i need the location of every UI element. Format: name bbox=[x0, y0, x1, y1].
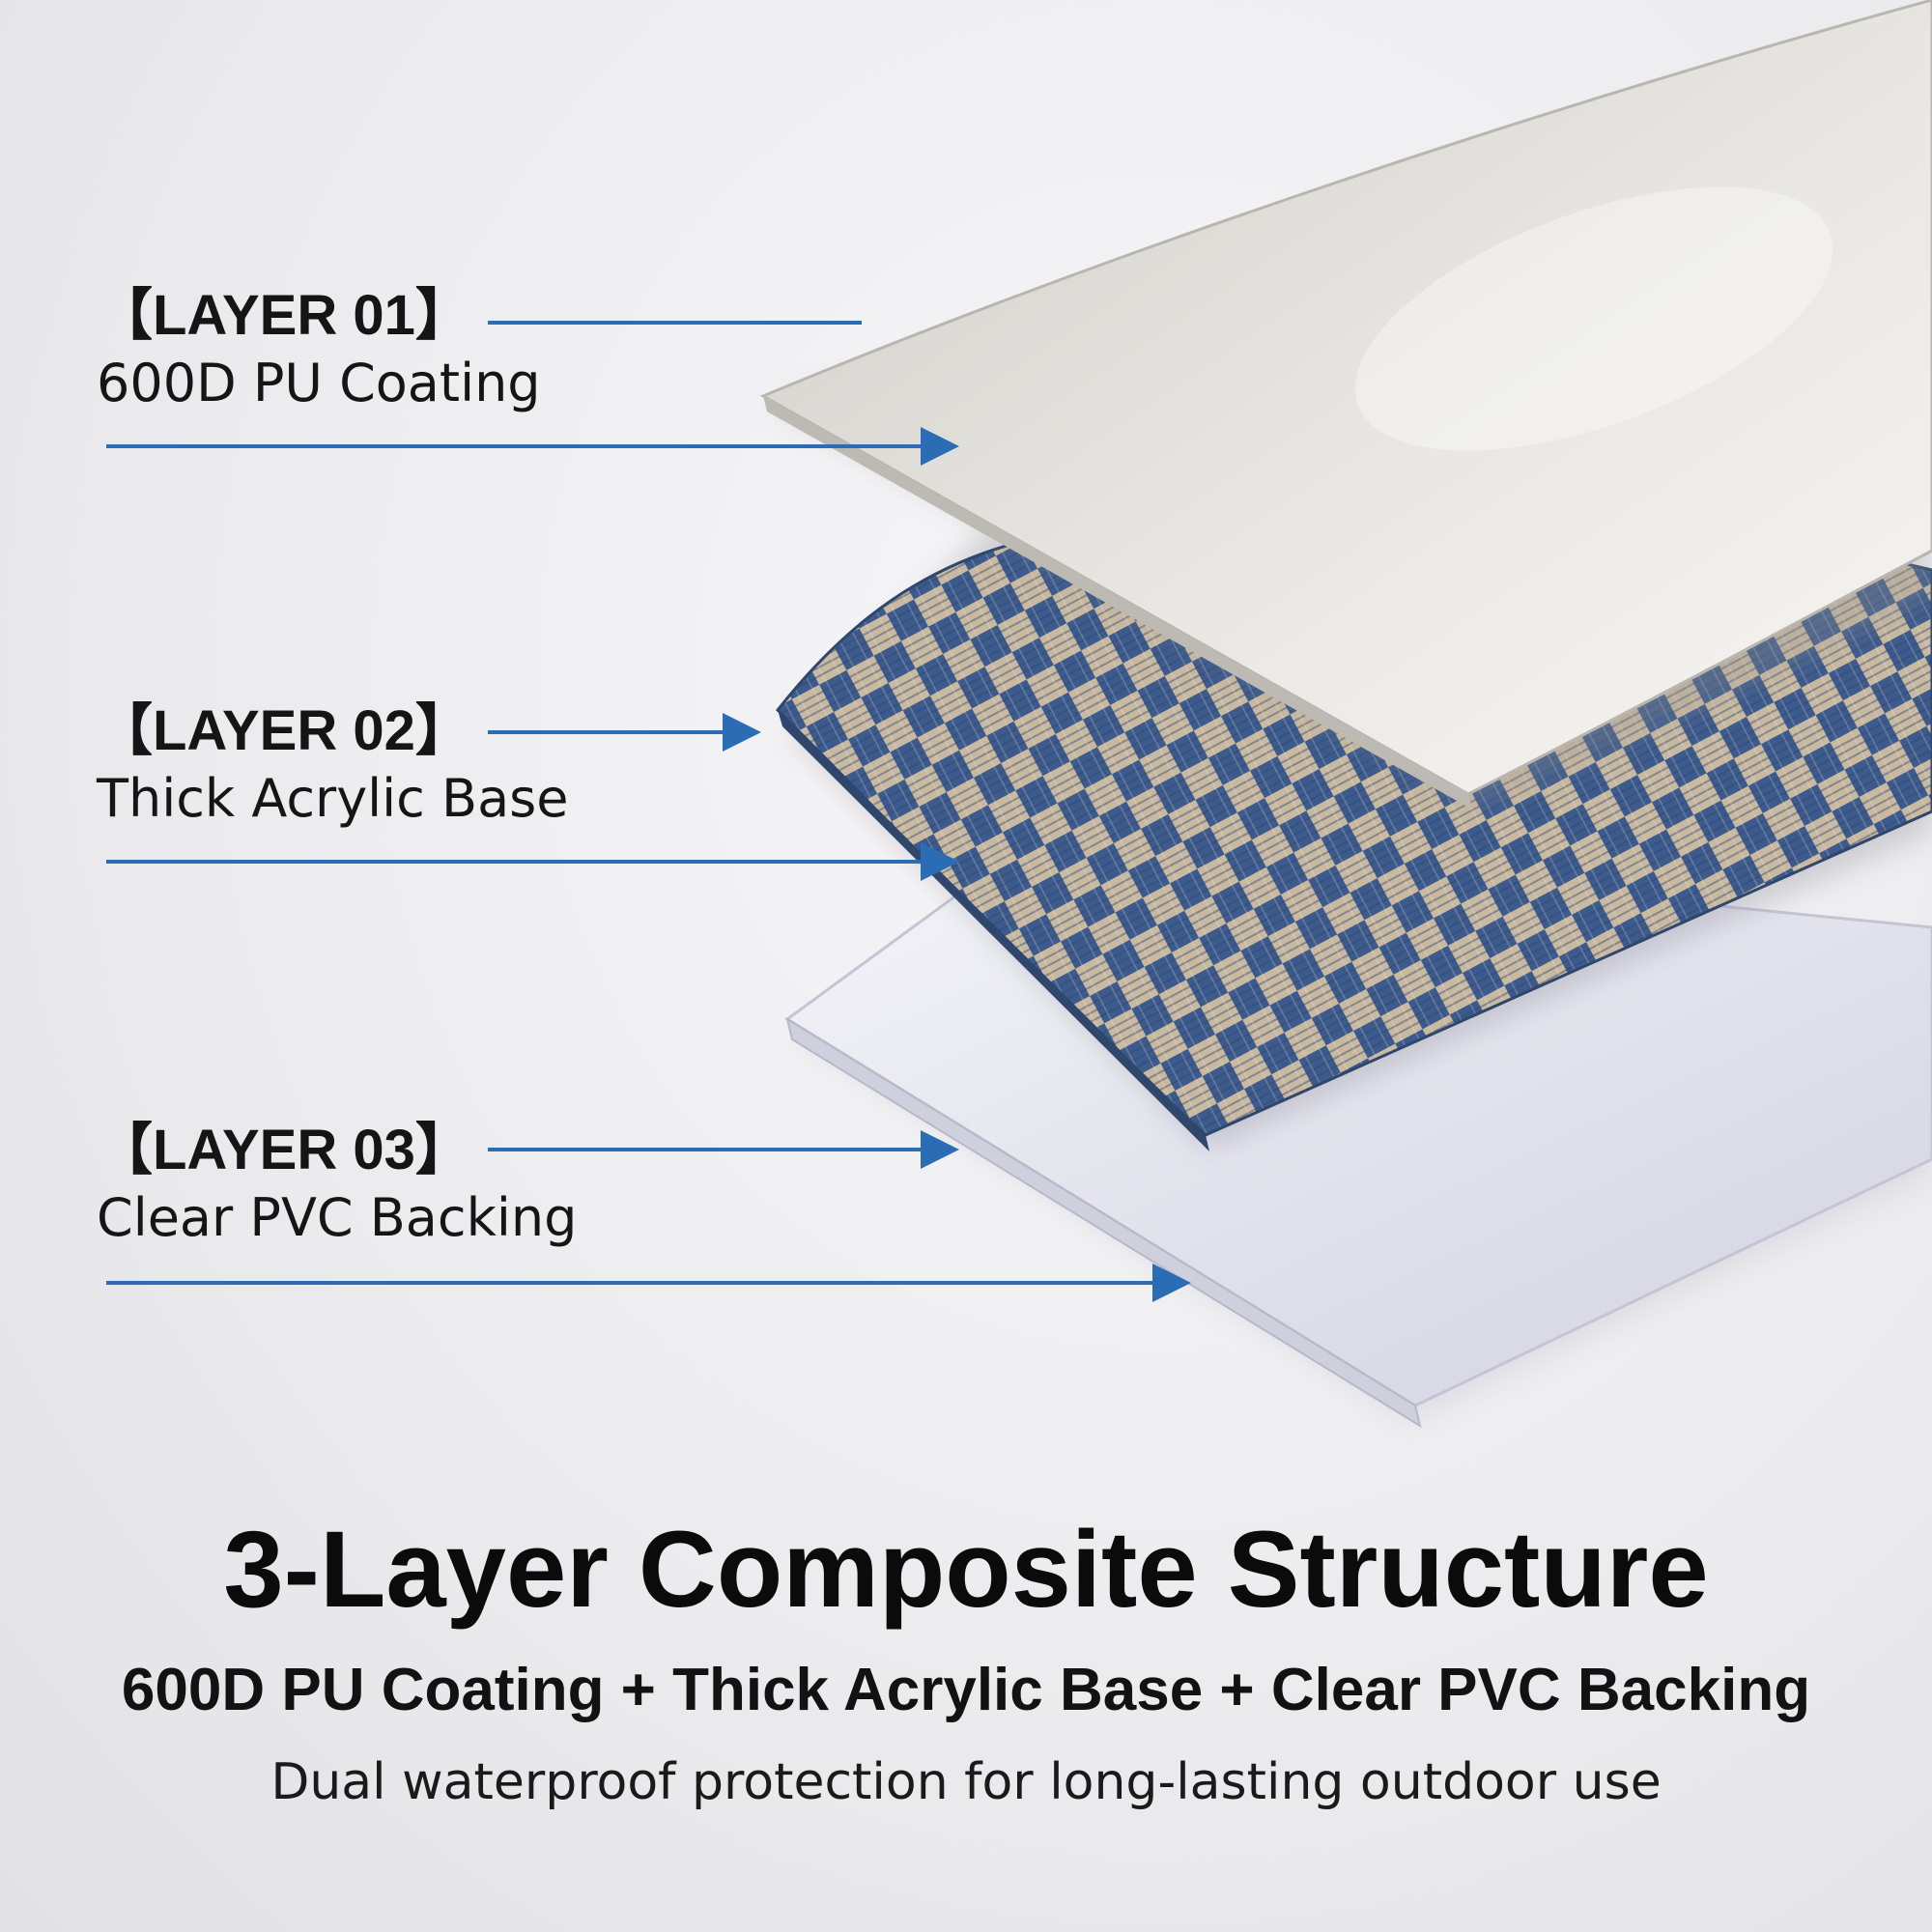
composition-subtitle: 600D PU Coating + Thick Acrylic Base + C… bbox=[121, 1657, 1811, 1723]
layer-2-name: Thick Acrylic Base bbox=[97, 768, 569, 829]
layer-2-leader-lines bbox=[106, 713, 959, 881]
layer-3-leader-lines bbox=[106, 1130, 1191, 1302]
layer-1-tag: 【LAYER 01】 bbox=[97, 284, 471, 347]
layer-3-name: Clear PVC Backing bbox=[97, 1187, 578, 1248]
layer-1-name: 600D PU Coating bbox=[97, 353, 541, 413]
layer-3-tag: 【LAYER 03】 bbox=[97, 1119, 471, 1181]
layer-2-label: 【LAYER 02】 Thick Acrylic Base bbox=[97, 697, 569, 833]
layer-1-leader-lines bbox=[106, 321, 959, 466]
layer-3-label: 【LAYER 03】 Clear PVC Backing bbox=[97, 1117, 577, 1252]
layer-2-tag: 【LAYER 02】 bbox=[97, 699, 471, 762]
benefit-tagline: Dual waterproof protection for long-last… bbox=[270, 1753, 1662, 1811]
page-title: 3-Layer Composite Structure bbox=[223, 1509, 1709, 1630]
pu-coating-layer bbox=[759, 0, 1932, 810]
layer-1-label: 【LAYER 01】 600D PU Coating bbox=[97, 282, 541, 417]
